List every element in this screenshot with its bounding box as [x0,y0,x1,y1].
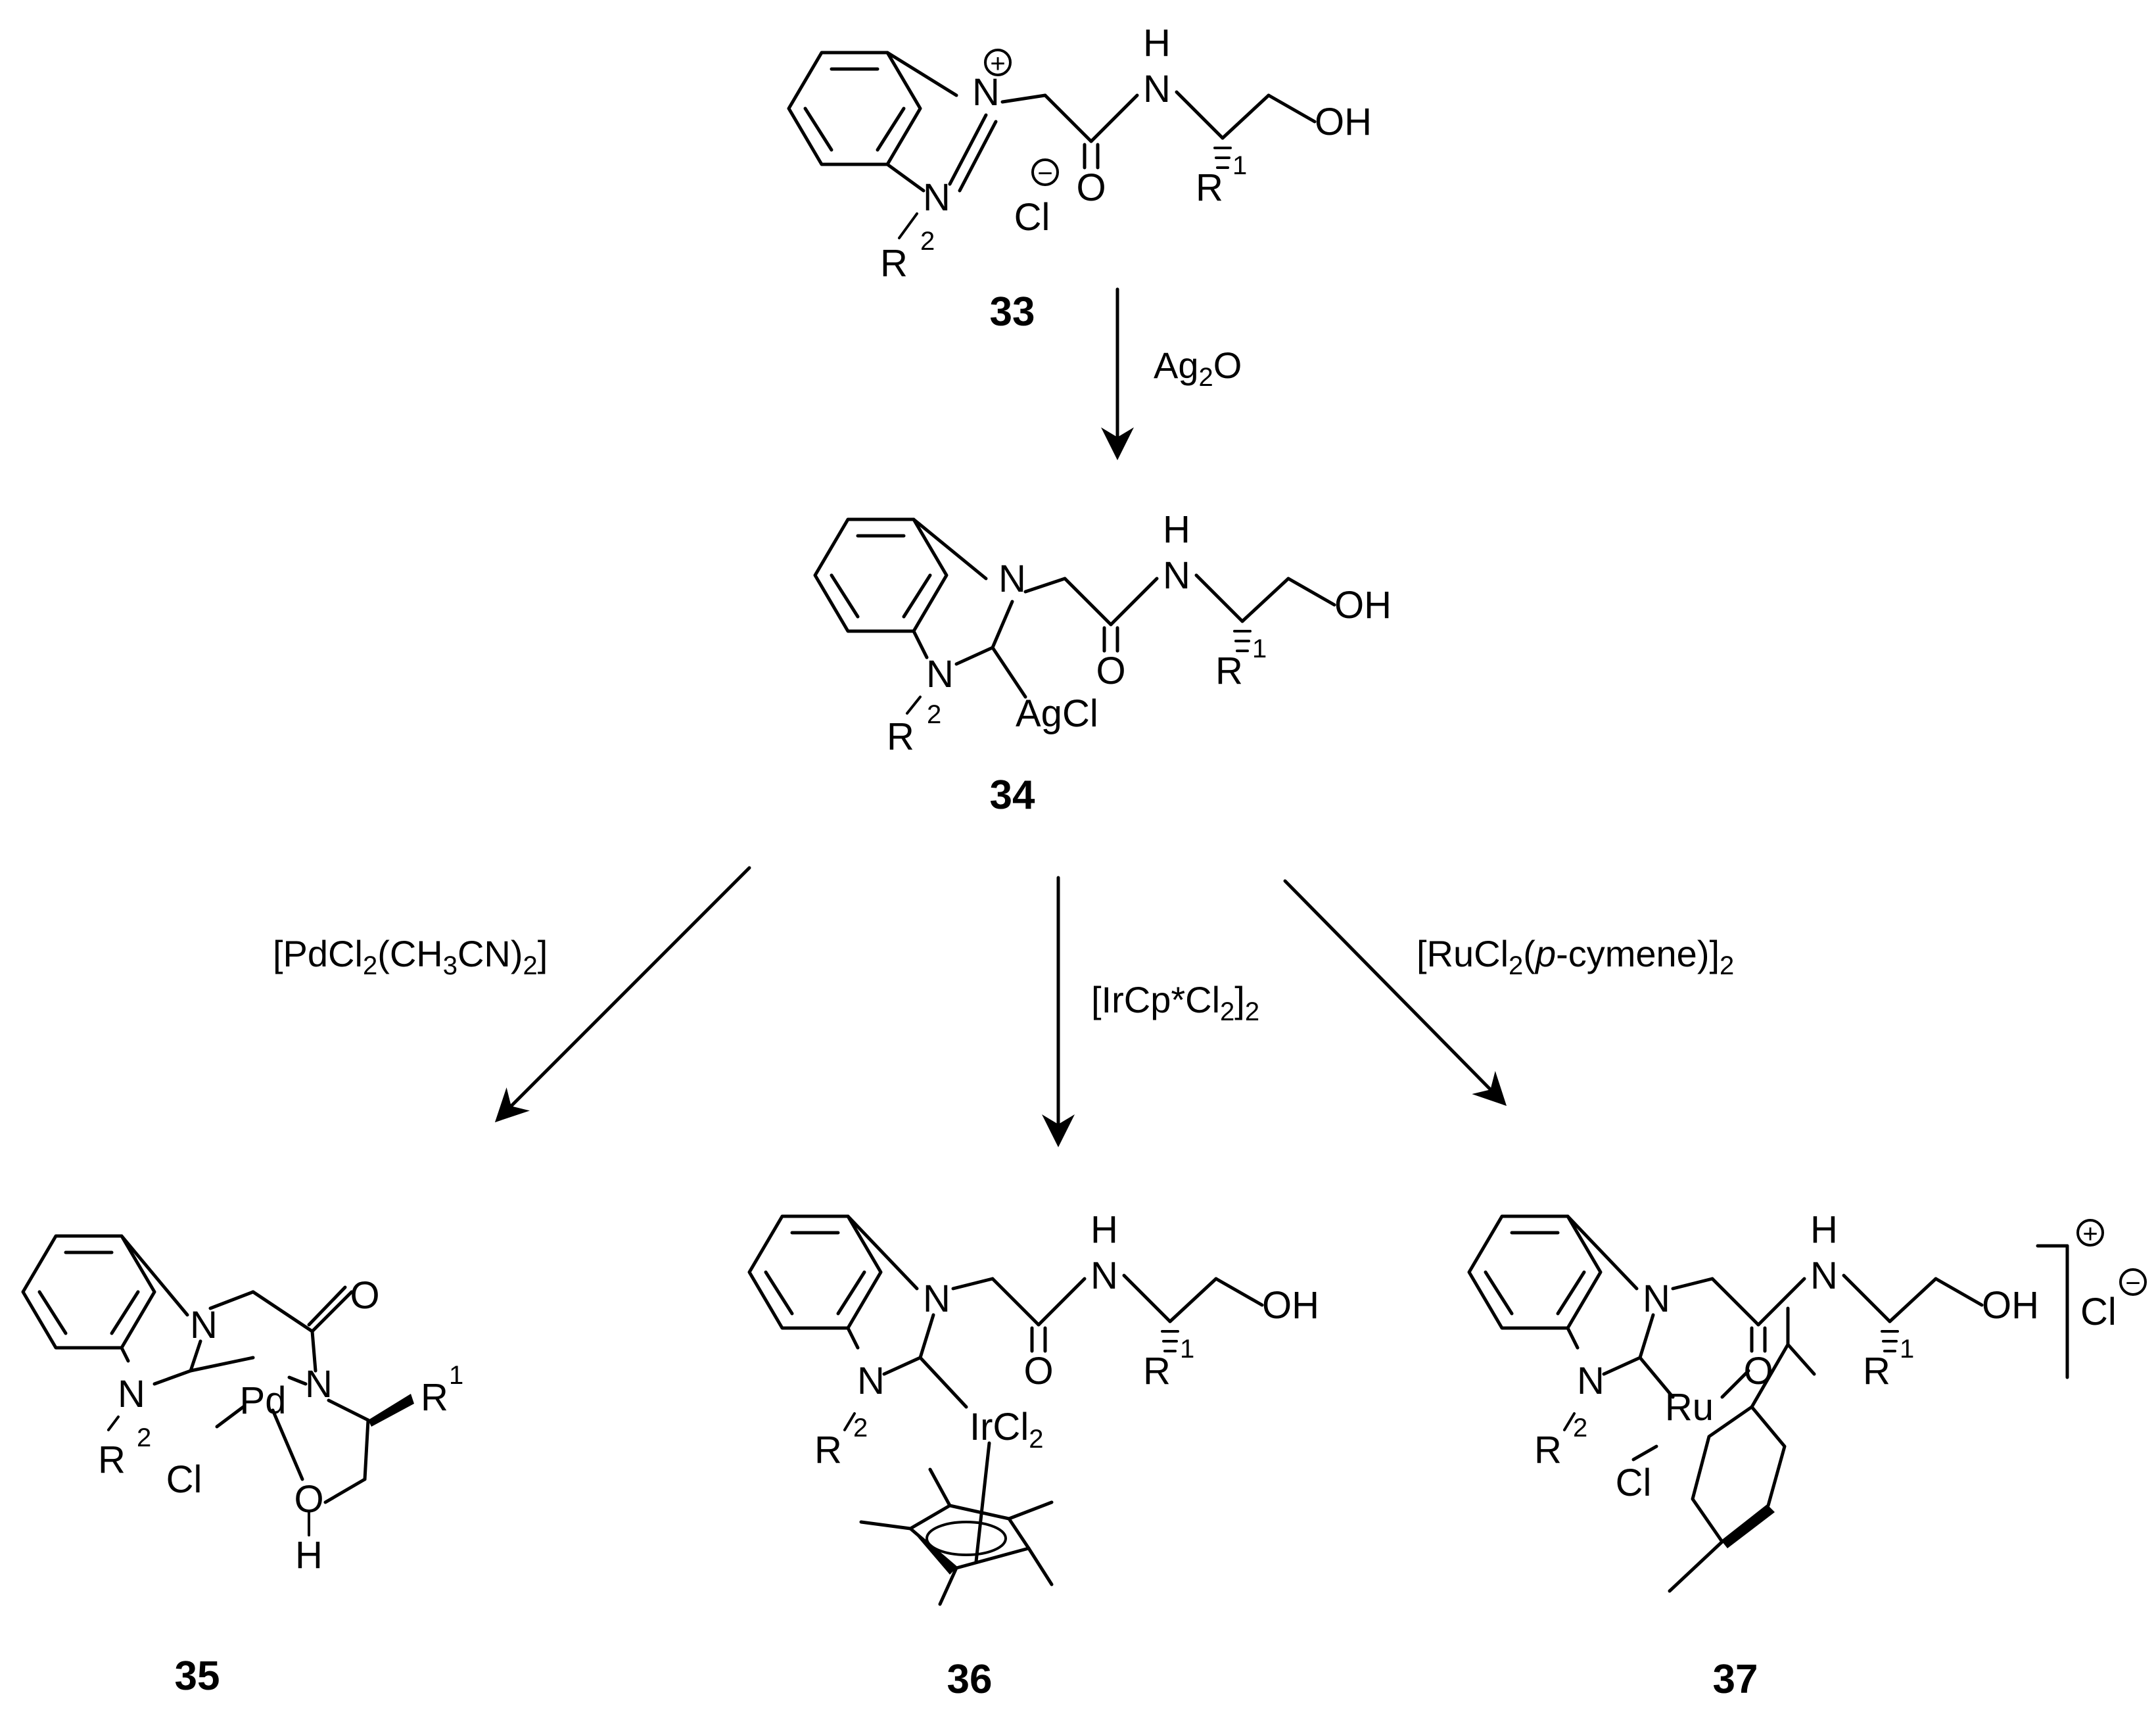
agcl-34: AgCl [1016,692,1098,735]
oh-34: OH [1334,584,1392,627]
n-34-bot: N [926,653,954,696]
n-35-top: N [190,1304,218,1346]
nh-h-36: H [1090,1208,1118,1251]
compound-36-label: 36 [947,1657,993,1702]
r-35: R [98,1439,126,1481]
n-33-top: N [972,71,1000,114]
n-33-bot: N [923,176,950,219]
compound-34-label: 34 [990,773,1035,818]
oh-o-35: O [294,1478,323,1521]
nh-n-37: N [1810,1254,1838,1297]
compound-37-structure: N N R 2 Ru Cl O N H OH R 1 + Cl − [1467,1208,2147,1593]
o-37: O [1743,1350,1773,1392]
r-34: R [887,715,914,758]
o-34: O [1096,650,1125,692]
r-33-sup: 2 [920,227,935,256]
oh-37: OH [1982,1284,2039,1327]
minus-37: − [2125,1269,2140,1298]
oh-33: OH [1315,101,1372,143]
plus-37: + [2082,1220,2097,1248]
r-36-sup: 2 [853,1414,868,1442]
cl-37: Cl [1616,1462,1652,1504]
arrow-34-to-35 [494,866,751,1123]
n-36-top: N [923,1277,950,1320]
compound-36-structure: N N R 2 IrCl2 O N H OH R 1 [747,1208,1319,1606]
oh-h-35: H [295,1534,323,1577]
o-36: O [1023,1350,1053,1392]
o-33: O [1076,166,1106,209]
r1-36: R [1143,1350,1171,1392]
reagent-ag2o: Ag2O [1154,345,1242,392]
o-35: O [350,1274,379,1317]
nh-h-34: H [1163,508,1190,551]
nh-n-33: N [1143,68,1171,110]
compound-35-structure: N N R 2 Cl Pd O N R 1 O H [21,1234,463,1577]
arrow-34-to-37 [1283,879,1507,1106]
r-35-sup: 2 [137,1423,151,1452]
compound-33-label: 33 [990,289,1035,335]
n-37-bot: N [1577,1360,1605,1402]
nh-n-34: N [1163,554,1190,597]
r1-35: R [421,1376,448,1419]
ru-37: Ru [1665,1386,1714,1429]
r1-37: R [1863,1350,1890,1392]
r1-37-sup: 1 [1900,1335,1914,1364]
cl-35: Cl [166,1458,202,1501]
oh-36: OH [1262,1284,1319,1327]
n-35-amide: N [305,1363,333,1406]
compound-33-structure: N + N R 2 Cl − O N H OH R 1 [787,22,1372,285]
r1-34: R [1215,650,1243,692]
n-37-top: N [1643,1277,1670,1320]
r-36: R [814,1429,842,1471]
minus-33: − [1037,159,1052,188]
r1-33-sup: 1 [1232,151,1247,180]
compound-34-structure: N N R 2 AgCl O N H OH R 1 [813,508,1392,758]
reagent-ir: [IrCp*Cl2]2 [1091,979,1259,1026]
r1-33: R [1196,166,1223,209]
ircl2-36: IrCl2 [970,1406,1043,1454]
nh-h-33: H [1143,22,1171,64]
r1-36-sup: 1 [1180,1335,1194,1364]
reagent-pd: [PdCl2(CH3CN)2] [273,933,548,980]
n-35-bot: N [118,1373,145,1415]
r1-35-sup: 1 [449,1361,463,1390]
pd-35: Pd [240,1379,287,1422]
cl-33: Cl [1014,196,1050,239]
nh-h-37: H [1810,1208,1838,1251]
plus-33: + [990,49,1005,78]
r-33: R [880,242,908,285]
r-37-sup: 2 [1573,1414,1587,1442]
n-36-bot: N [857,1360,885,1402]
n-34-top: N [998,558,1026,600]
r-34-sup: 2 [927,700,941,729]
compound-37-label: 37 [1713,1657,1758,1702]
reagent-ru: [RuCl2(p-cymene)]2 [1417,933,1734,980]
cl-37-counter: Cl [2080,1291,2117,1333]
compound-35-label: 35 [175,1653,220,1699]
nh-n-36: N [1090,1254,1118,1297]
r1-34-sup: 1 [1252,634,1267,663]
r-37: R [1534,1429,1562,1471]
